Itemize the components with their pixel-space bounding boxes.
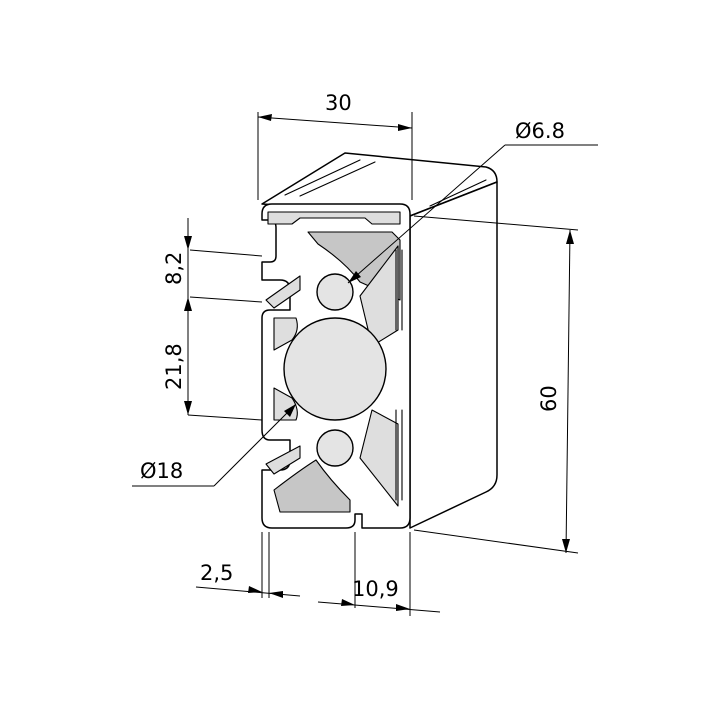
lower-side-bore: [316, 429, 354, 467]
left-lower-slot: [265, 445, 301, 475]
left-upper-slot: [265, 275, 301, 309]
upper-side-bore: [316, 273, 354, 311]
dim-center-bore-label: Ø18: [140, 459, 183, 483]
dim-slot-depth-label: 8,2: [162, 252, 186, 285]
dim-slot-offset-label: 10,9: [352, 577, 399, 601]
dim-height-label: 60: [537, 385, 561, 412]
top-groove-line-2: [299, 161, 376, 197]
center-bore: [283, 317, 387, 421]
top-groove-line-3: [429, 179, 487, 207]
extrusion-body: [261, 152, 498, 529]
top-groove-line-1: [284, 159, 361, 196]
extrusion-right-face: [409, 181, 498, 529]
dim-wall-thickness-label: 2,5: [200, 561, 233, 585]
top-slot-channel: [267, 211, 401, 225]
right-wall-groove-upper: [395, 249, 403, 331]
lower-left-cavity: [273, 459, 351, 513]
right-wall-groove-lower: [395, 409, 403, 501]
lower-right-cavity: [359, 409, 399, 507]
left-mid-cavity-upper: [273, 317, 298, 351]
dimension-lines: [132, 112, 598, 616]
dim-width-label: 30: [325, 91, 352, 115]
dim-side-bore-label: Ø6.8: [515, 119, 565, 143]
profile-front: [261, 203, 411, 529]
dim-slot-spacing-label: 21,8: [162, 343, 186, 390]
